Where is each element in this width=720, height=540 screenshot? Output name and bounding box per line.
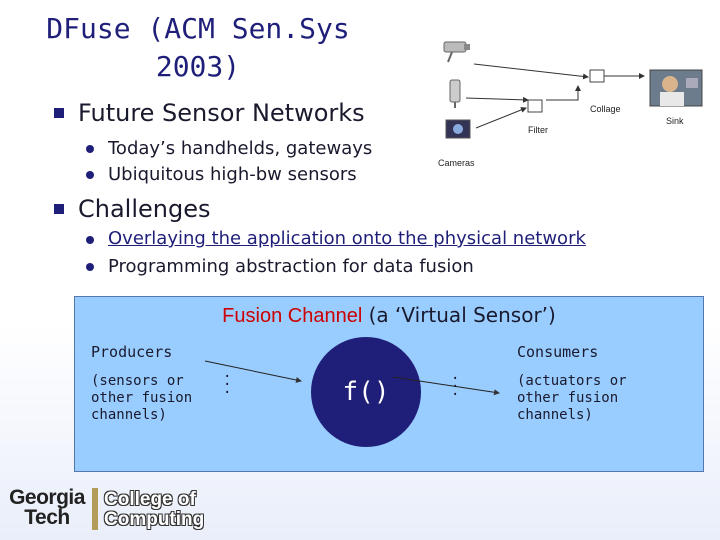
consumers-ellipsis: ··· [451,371,460,403]
logo-georgia-text: Georgia [9,486,85,509]
filter-box [527,99,543,113]
fusion-channel-title-rest: (a ‘Virtual Sensor’) [362,303,556,327]
video-frame-icon [445,119,471,139]
camera-icon [443,41,470,63]
fusion-channel-panel: Fusion Channel (a ‘Virtual Sensor’) Prod… [74,296,704,472]
bullet-dot-icon [86,171,94,179]
slide-title: DFuse (ACM Sen.Sys 2003) [28,10,368,86]
consumers-arrows [392,376,500,396]
slide-title-line2: 2003) [155,50,241,83]
cameras-label: Cameras [438,158,475,168]
fusion-function-node: f() [311,337,421,447]
fusion-channel-title-red: Fusion Channel [222,305,363,327]
sink-label: Sink [666,116,684,126]
fusion-channel-title: Fusion Channel (a ‘Virtual Sensor’) [75,303,703,328]
bullet-dot-icon [86,145,94,153]
bullet-future-sensor-networks: Future Sensor Networks [78,99,365,127]
consumers-heading: Consumers [517,343,599,361]
bullet-dot-icon [86,236,94,244]
sub-bullet-programming-abstraction: Programming abstraction for data fusion [108,256,474,277]
network-diagram [443,41,703,139]
producers-description: (sensors or other fusion channels) [91,373,193,423]
logo-college-text: College of [104,489,196,510]
sub-bullet-ubiquitous: Ubiquitous high-bw sensors [108,164,357,185]
person-photo-icon [649,69,703,107]
consumers-description: (actuators or other fusion channels) [517,373,627,423]
camera-icon [449,79,461,108]
collage-box [589,69,605,83]
college-of-computing-logo: College of Computing [104,490,204,530]
collage-label: Collage [590,104,621,114]
slide-title-line1: DFuse (ACM Sen.Sys [46,12,350,45]
bullet-dot-icon [86,263,94,271]
logo-computing-text: Computing [104,509,205,530]
producers-arrows [204,360,302,383]
producers-ellipsis: ··· [223,369,232,401]
georgia-tech-logo: Georgia Tech [2,486,92,529]
filter-label: Filter [528,125,548,135]
sub-bullet-overlaying-link[interactable]: Overlaying the application onto the phys… [108,228,586,249]
logo-tech-text: Tech [24,506,70,529]
sub-bullet-handhelds: Today’s handhelds, gateways [108,138,373,159]
logo-divider [92,488,98,530]
producers-heading: Producers [91,343,173,361]
bullet-square-icon [54,204,64,214]
bullet-challenges: Challenges [78,195,211,223]
bullet-square-icon [54,108,64,118]
